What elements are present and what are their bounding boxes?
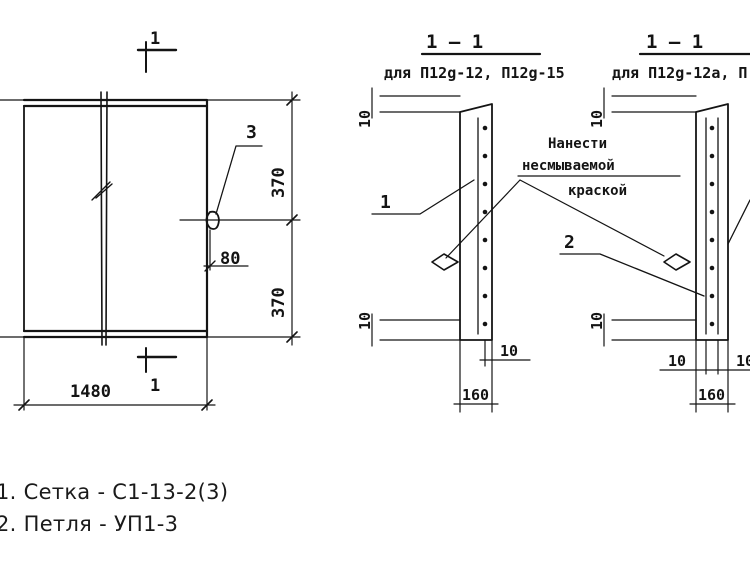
panel-outline	[22, 98, 209, 339]
loop-offset-tick	[204, 260, 216, 272]
legend-item-loop: 2. Петля - УП1-3	[0, 512, 179, 536]
width-dimension: 1480	[70, 382, 111, 402]
section-b-marker-leader	[519, 179, 665, 257]
height-dimension-lines	[179, 91, 301, 346]
centre-line-2	[105, 91, 108, 346]
section-b-extension-lines	[611, 95, 697, 341]
plan-view: 1 1 1480 370 370 80 3	[0, 29, 301, 411]
section-a-dim-top: 10	[356, 110, 374, 128]
section-a-dim-cover: 10	[500, 342, 518, 360]
section-b-slab	[695, 103, 729, 341]
section-b-subtitle: для П12g-12а, П	[612, 64, 747, 82]
section-a-mesh-bars	[482, 125, 488, 327]
height-dimension-ticks	[286, 94, 298, 343]
width-dimension-line	[13, 336, 216, 411]
note-line-1: Нанести	[548, 136, 607, 152]
paint-note: Нанести несмываемой краской	[517, 136, 681, 199]
section-a-marker	[431, 253, 459, 271]
section-b-callout-leader	[559, 253, 705, 297]
section-b-dim-top: 10	[588, 110, 606, 128]
section-mark-bottom-label: 1	[150, 376, 160, 396]
section-b: 1 — 1 для П12g-12а, П 10 10 2 10 10 160	[519, 31, 750, 413]
section-b-dim-bottom: 10	[588, 312, 606, 330]
height-dimension-bottom: 370	[269, 287, 289, 318]
section-b-mesh-lines	[705, 117, 719, 335]
width-dimension-ticks	[18, 399, 213, 411]
section-a-marker-leader	[445, 179, 521, 259]
section-a-callout-mesh: 1	[380, 192, 391, 213]
note-line-2: несмываемой	[522, 158, 615, 174]
section-a-subtitle: для П12g-12, П12g-15	[384, 64, 565, 82]
section-a-extension-lines	[379, 95, 461, 341]
section-b-dim-thickness: 160	[698, 386, 725, 404]
section-b-title: 1 — 1	[646, 31, 703, 53]
section-a-dim-bottom: 10	[356, 312, 374, 330]
section-a: 1 — 1 для П12g-12, П12g-15 10 10 1 10 16…	[356, 31, 565, 413]
section-b-callout-loop: 2	[564, 232, 575, 253]
callout-loop-number: 3	[246, 122, 257, 143]
section-a-title: 1 — 1	[426, 31, 483, 53]
left-extension	[0, 99, 25, 338]
height-dimension-top: 370	[269, 167, 289, 198]
loop-offset-dimension: 80	[220, 249, 240, 269]
section-a-callout-leader	[371, 179, 475, 215]
note-line-3: краской	[568, 183, 627, 199]
centre-line-1	[100, 91, 103, 346]
section-b-dim-left: 10	[668, 352, 686, 370]
section-b-bottom-dims	[659, 339, 750, 413]
section-b-dim-right: 10	[736, 352, 750, 370]
centre-mark	[91, 181, 113, 201]
section-b-right-leader	[727, 199, 750, 245]
legend-item-mesh: 1. Сетка - С1-13-2(3)	[0, 480, 229, 504]
section-a-bottom-dims	[453, 339, 531, 413]
section-b-marker	[663, 253, 691, 271]
section-a-dim-thickness: 160	[462, 386, 489, 404]
section-mark-top-label: 1	[150, 29, 160, 49]
section-b-mesh-bars	[709, 125, 715, 327]
callout-3-leader	[215, 145, 263, 215]
section-a-slab	[459, 103, 493, 341]
loop-offset-leader	[203, 229, 249, 271]
